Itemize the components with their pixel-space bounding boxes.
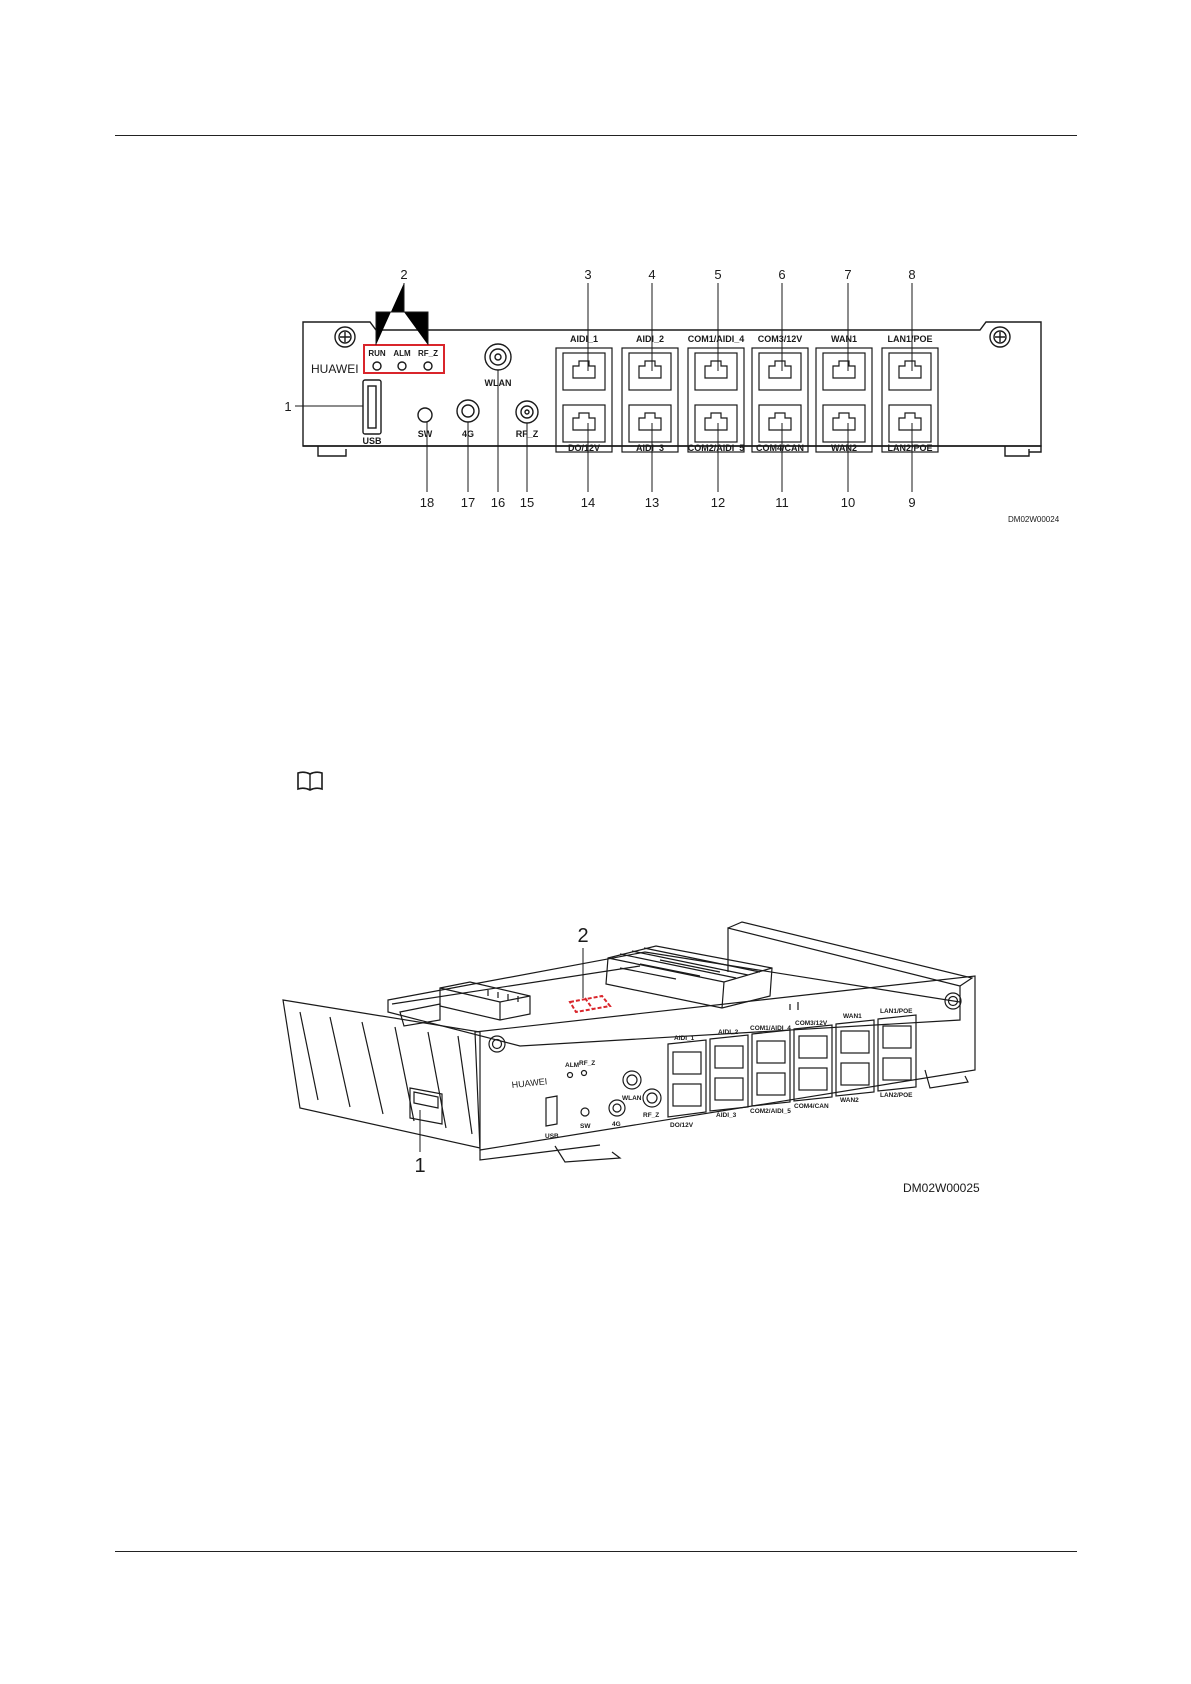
usb-label: USB bbox=[545, 1133, 559, 1140]
book-icon bbox=[297, 771, 323, 791]
port-label-bottom: AIDI_3 bbox=[716, 1112, 737, 1119]
led-callout-box bbox=[363, 344, 445, 374]
callout-10: 10 bbox=[841, 495, 855, 510]
port-label-top: COM3/12V bbox=[758, 334, 803, 344]
port-label-bottom: COM2/AIDI_5 bbox=[750, 1108, 791, 1115]
port-label-bottom: AIDI_3 bbox=[636, 443, 664, 453]
footer-rule bbox=[115, 1551, 1077, 1552]
header-rule bbox=[115, 135, 1077, 136]
sw-label: SW bbox=[418, 429, 433, 439]
callout-3: 3 bbox=[584, 267, 591, 282]
port-label-top: AIDI_2 bbox=[718, 1029, 739, 1036]
port-label-bottom: COM4/CAN bbox=[794, 1103, 829, 1110]
callout-14: 14 bbox=[581, 495, 595, 510]
port-label-top: COM1/AIDI_4 bbox=[750, 1025, 791, 1032]
front-panel-figure: HUAWEI RUN ALM RF_Z USB SW 4G WLAN RF_Z … bbox=[284, 267, 1060, 524]
callout-16: 16 bbox=[491, 495, 505, 510]
callout-17: 17 bbox=[461, 495, 475, 510]
callout-13: 13 bbox=[645, 495, 659, 510]
port-label-top: LAN1/POE bbox=[887, 334, 932, 344]
led-label-alm: ALM bbox=[565, 1062, 579, 1069]
wlan-label: WLAN bbox=[622, 1095, 642, 1102]
port-label-bottom: LAN2/POE bbox=[887, 443, 932, 453]
port-label-top: AIDI_1 bbox=[674, 1035, 695, 1042]
port-label-bottom: DO/12V bbox=[670, 1122, 694, 1129]
port-label-bottom: WAN2 bbox=[840, 1097, 859, 1104]
led-label-alm: ALM bbox=[393, 349, 411, 358]
port-label-top: COM3/12V bbox=[795, 1020, 828, 1027]
callout-2: 2 bbox=[577, 925, 588, 947]
sw-label: SW bbox=[580, 1123, 591, 1130]
callout-9: 9 bbox=[908, 495, 915, 510]
callout-4: 4 bbox=[648, 267, 655, 282]
callout-5: 5 bbox=[714, 267, 721, 282]
port-label-bottom: LAN2/POE bbox=[880, 1092, 913, 1099]
port-label-top: WAN1 bbox=[843, 1013, 862, 1020]
4g-label: 4G bbox=[612, 1121, 621, 1128]
brand-label: HUAWEI bbox=[511, 1076, 548, 1090]
board-isometric-figure: HUAWEI ALM RF_Z USB SW 4G WLAN RF_Z AIDI… bbox=[282, 921, 980, 1195]
rfz-label: RF_Z bbox=[643, 1112, 659, 1119]
callout-8: 8 bbox=[908, 267, 915, 282]
port-label-top: WAN1 bbox=[831, 334, 857, 344]
port-label-bottom: COM4/CAN bbox=[756, 443, 804, 453]
led-label-run: RUN bbox=[368, 349, 386, 358]
port-label-top: AIDI_1 bbox=[570, 334, 598, 344]
usb-label: USB bbox=[362, 436, 382, 446]
figure-code: DM02W00025 bbox=[903, 1181, 980, 1195]
port-label-bottom: DO/12V bbox=[568, 443, 600, 453]
callout-15: 15 bbox=[520, 495, 534, 510]
callout-11: 11 bbox=[775, 495, 789, 510]
callout-12: 12 bbox=[711, 495, 725, 510]
callout-1: 1 bbox=[284, 399, 291, 414]
callout-18: 18 bbox=[420, 495, 434, 510]
port-label-bottom: WAN2 bbox=[831, 443, 857, 453]
callout-2: 2 bbox=[400, 267, 407, 282]
port-label-top: COM1/AIDI_4 bbox=[688, 334, 745, 344]
callout-6: 6 bbox=[778, 267, 785, 282]
brand-label: HUAWEI bbox=[311, 362, 359, 376]
port-label-top: AIDI_2 bbox=[636, 334, 664, 344]
callout-7: 7 bbox=[844, 267, 851, 282]
led-label-rfz: RF_Z bbox=[418, 349, 438, 358]
led-callout-box bbox=[568, 994, 612, 1014]
callout-1: 1 bbox=[414, 1155, 425, 1177]
figure-code: DM02W00024 bbox=[1008, 515, 1060, 524]
led-label-rfz: RF_Z bbox=[579, 1060, 595, 1067]
port-label-bottom: COM2/AIDI_5 bbox=[688, 443, 745, 453]
port-label-top: LAN1/POE bbox=[880, 1008, 913, 1015]
